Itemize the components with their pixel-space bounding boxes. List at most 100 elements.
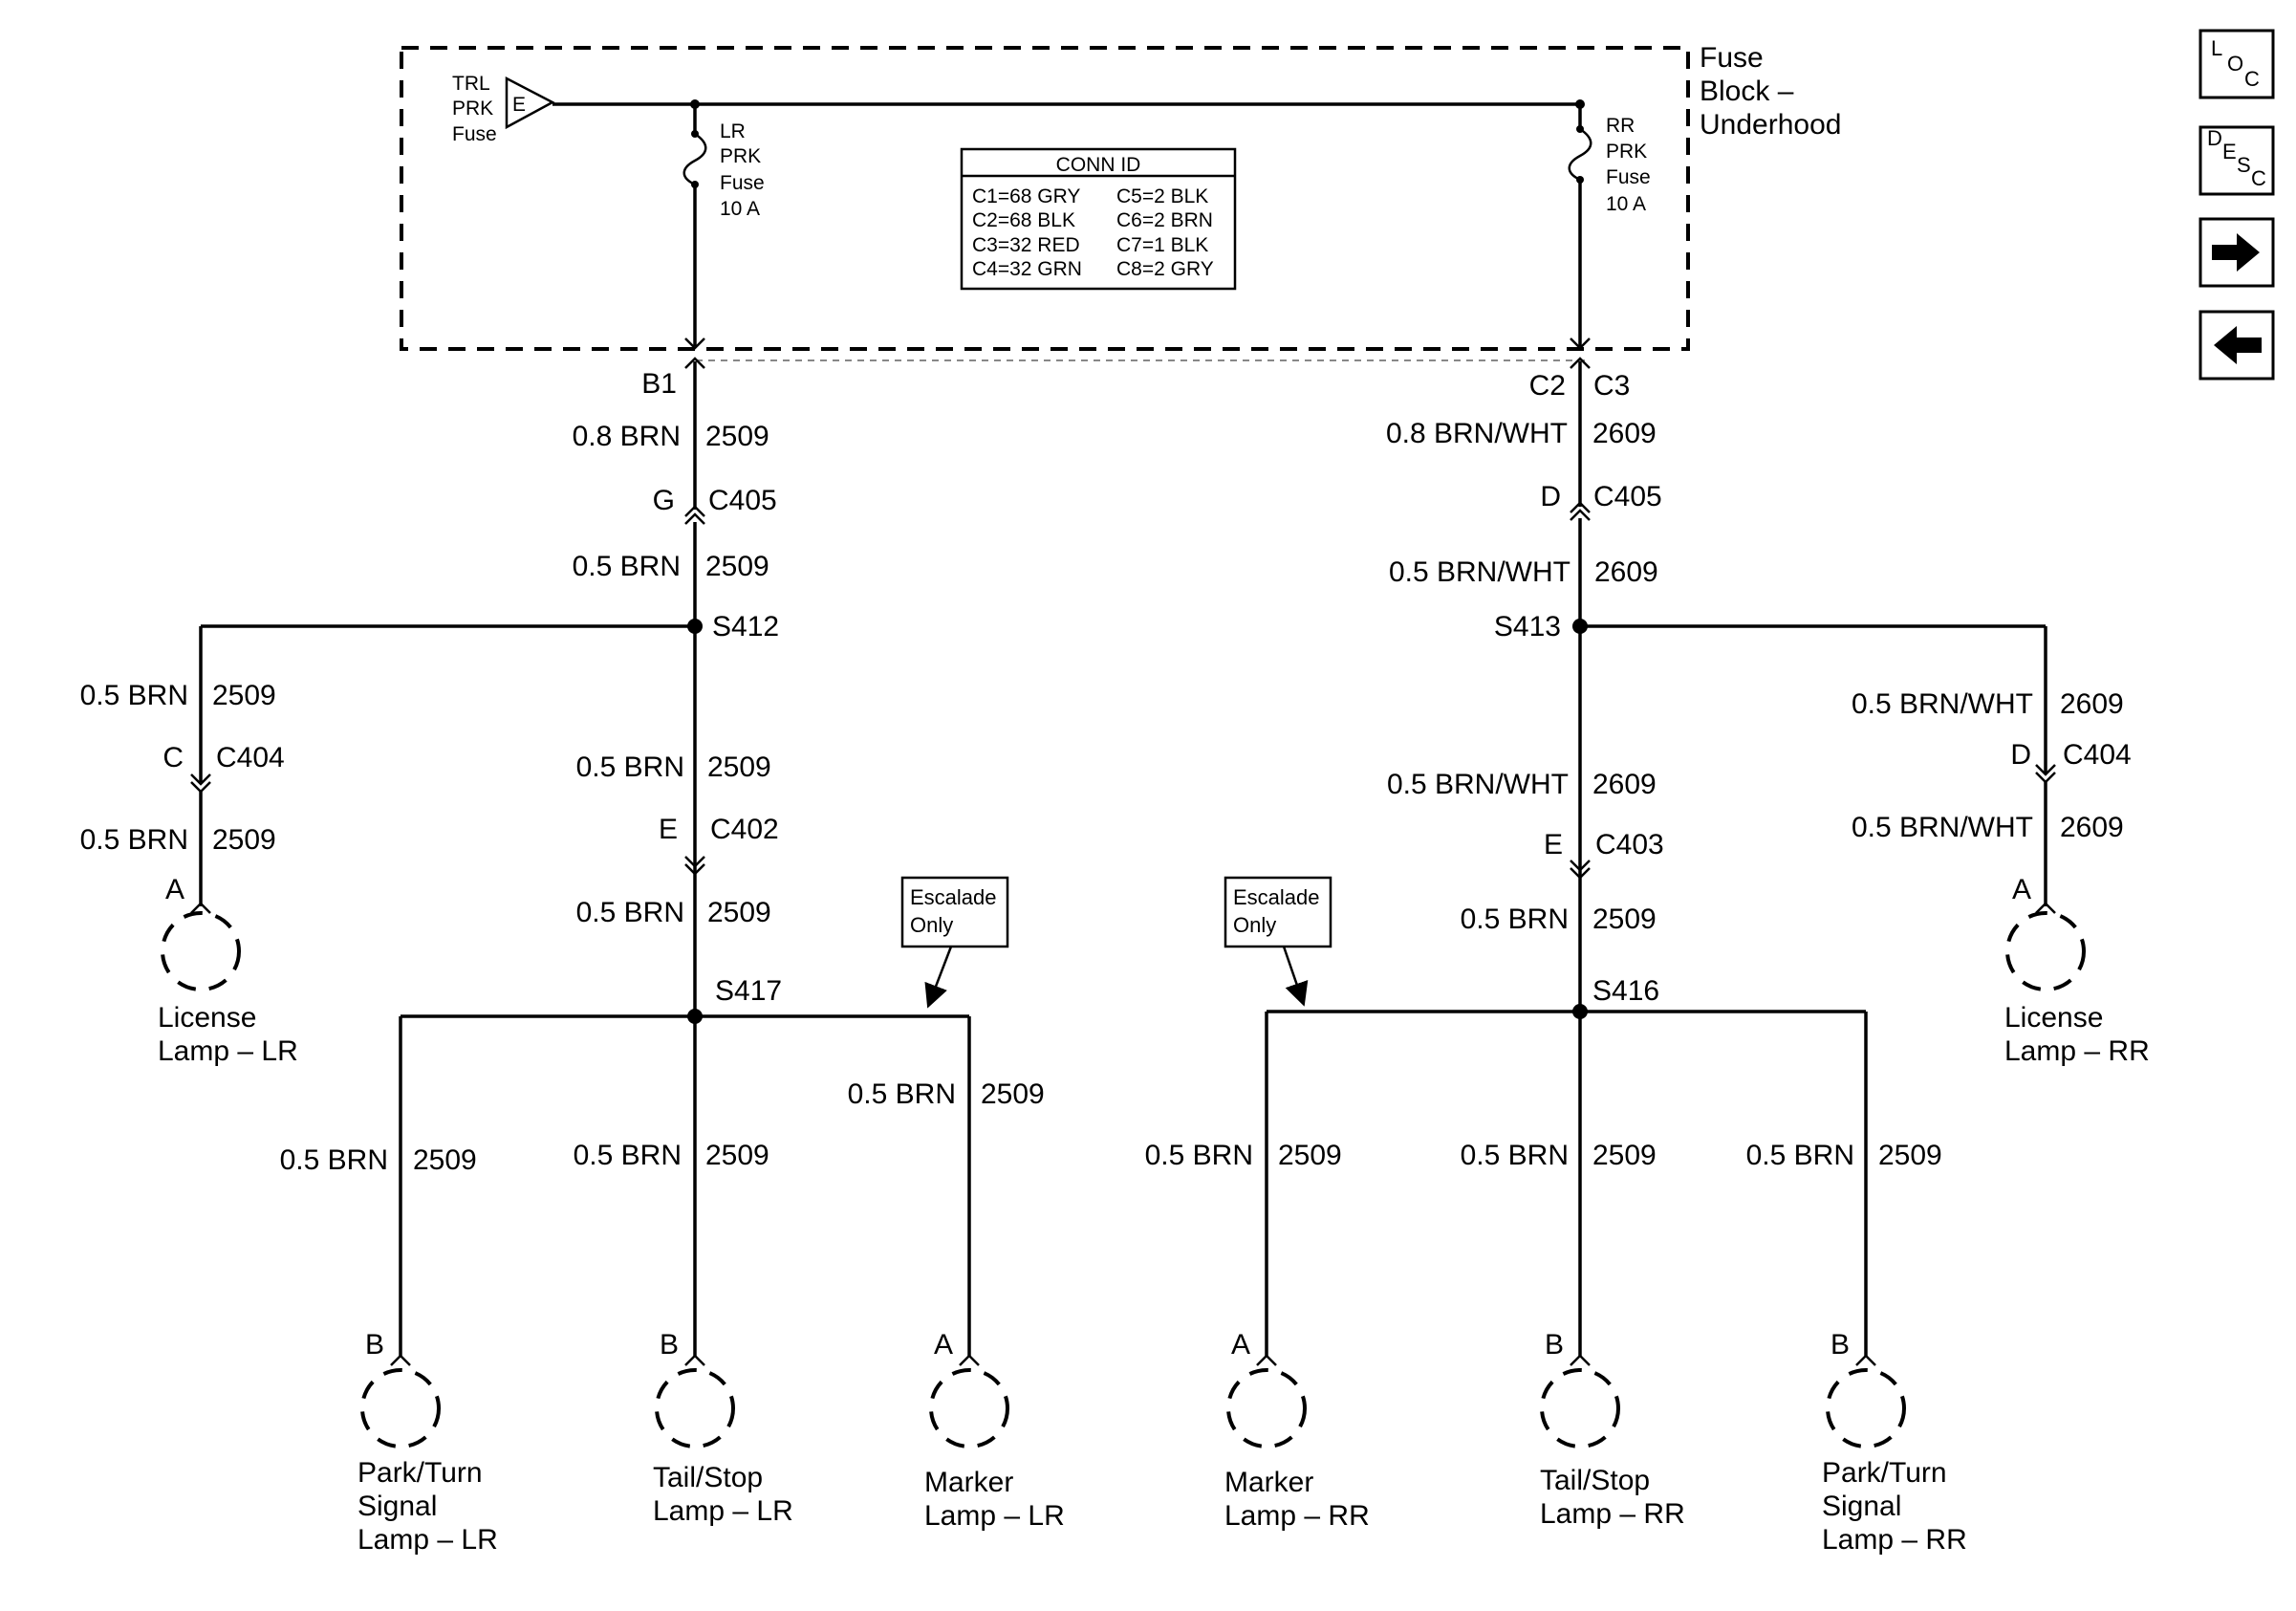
label-c403: C403 <box>1595 829 1664 860</box>
fuse-block-label-1: Fuse <box>1700 42 1764 74</box>
wire-label: 0.5 BRN <box>848 1078 956 1110</box>
lr-fuse-icon <box>682 132 707 186</box>
trl-fuse-triangle-icon <box>505 76 555 130</box>
tail-stop-lamp-rr-label-1: Tail/Stop <box>1540 1465 1650 1496</box>
svg-text:C2=68 BLK: C2=68 BLK <box>972 209 1075 231</box>
wire-label: 0.5 BRN <box>576 751 684 783</box>
wire-label: 0.5 BRN/WHT <box>1387 769 1569 800</box>
trl-fuse-label-2: PRK <box>452 98 493 120</box>
svg-text:Only: Only <box>910 913 953 937</box>
label-c405-left: C405 <box>708 485 777 516</box>
lr-fuse-label-2: PRK <box>720 145 761 167</box>
c403-connector-icon <box>1570 860 1591 880</box>
tail-stop-lamp-lr-label-1: Tail/Stop <box>653 1462 763 1493</box>
prev-button[interactable] <box>2199 310 2275 381</box>
tail-stop-lamp-lr-icon <box>655 1368 735 1448</box>
circuit-label: 2509 <box>707 897 771 928</box>
label-d: D <box>1540 481 1561 512</box>
circuit-label: 2509 <box>1592 1140 1657 1171</box>
rr-fuse-icon <box>1568 127 1592 182</box>
circuit-label: 2509 <box>705 421 769 452</box>
desc-button[interactable]: D E S C <box>2199 125 2275 196</box>
wire-label: 0.5 BRN <box>573 551 681 582</box>
wire-label: 0.5 BRN <box>1461 1140 1569 1171</box>
marker-lamp-rr-icon <box>1226 1368 1307 1448</box>
circuit-label: 2509 <box>1278 1140 1342 1171</box>
label-b: B <box>365 1329 384 1361</box>
escalade-only-note-right: Escalade Only <box>1224 876 1332 1007</box>
svg-text:C8=2 GRY: C8=2 GRY <box>1116 258 1214 280</box>
label-c2: C2 <box>1529 370 1566 402</box>
circuit-label: 2509 <box>1878 1140 1942 1171</box>
c402-connector-icon <box>684 856 705 876</box>
trl-fuse-label-3: Fuse <box>452 123 497 145</box>
circuit-label: 2509 <box>413 1144 477 1176</box>
svg-text:C: C <box>2251 166 2266 190</box>
circuit-label: 2609 <box>1592 769 1657 800</box>
wire-label: 0.8 BRN <box>573 421 681 452</box>
wire-label: 0.8 BRN/WHT <box>1386 418 1568 449</box>
next-button[interactable] <box>2199 217 2275 288</box>
circuit-label: 2609 <box>2060 688 2124 720</box>
svg-text:C: C <box>2244 67 2260 91</box>
svg-text:E: E <box>2222 140 2237 163</box>
label-d-c404: D <box>2010 739 2031 771</box>
tail-stop-lamp-rr-icon <box>1540 1368 1620 1448</box>
wire-label: 0.5 BRN <box>576 897 684 928</box>
c405-left-connector-icon <box>684 505 705 525</box>
circuit-label: 2509 <box>705 551 769 582</box>
label-c3: C3 <box>1593 370 1630 402</box>
wire-label: 0.5 BRN <box>1746 1140 1854 1171</box>
label-g: G <box>653 485 675 516</box>
svg-text:C3=32 RED: C3=32 RED <box>972 234 1080 256</box>
wire-label: 0.5 BRN <box>574 1140 682 1171</box>
wire-label: 0.5 BRN/WHT <box>1852 688 2033 720</box>
license-lamp-rr-label-1: License <box>2004 1002 2103 1034</box>
circuit-label: 2509 <box>212 824 276 856</box>
license-lamp-rr-icon <box>2005 911 2086 991</box>
svg-text:C5=2 BLK: C5=2 BLK <box>1116 185 1208 207</box>
label-s412: S412 <box>712 611 779 642</box>
park-turn-lamp-lr-label-2: Signal <box>357 1491 437 1522</box>
svg-text:C1=68 GRY: C1=68 GRY <box>972 185 1080 207</box>
fuse-block-label-3: Underhood <box>1700 109 1841 141</box>
svg-text:C4=32 GRN: C4=32 GRN <box>972 258 1082 280</box>
park-turn-lamp-rr-label-3: Lamp – RR <box>1822 1524 1967 1556</box>
circuit-label: 2509 <box>705 1140 769 1171</box>
lr-fuse-label-1: LR <box>720 120 746 142</box>
lr-fuse-label-4: 10 A <box>720 198 760 220</box>
label-c402: C402 <box>710 814 779 845</box>
park-turn-lamp-rr-label-2: Signal <box>1822 1491 1901 1522</box>
circuit-label: 2509 <box>212 680 276 711</box>
c405-right-connector-icon <box>1570 501 1591 521</box>
svg-text:D: D <box>2207 126 2222 150</box>
circuit-label: 2509 <box>981 1078 1045 1110</box>
wire-label: 0.5 BRN <box>80 824 188 856</box>
circuit-label: 2609 <box>2060 812 2124 843</box>
marker-lamp-rr-label-2: Lamp – RR <box>1224 1500 1370 1532</box>
marker-lamp-lr-label-1: Marker <box>924 1467 1013 1498</box>
circuit-label: 2509 <box>707 751 771 783</box>
label-a: A <box>1231 1329 1250 1361</box>
svg-text:CONN ID: CONN ID <box>1056 154 1141 176</box>
label-e-left: E <box>659 814 678 845</box>
circuit-label: 2509 <box>1592 903 1657 935</box>
svg-text:Escalade: Escalade <box>1233 885 1320 909</box>
wire-label: 0.5 BRN/WHT <box>1389 556 1570 588</box>
loc-button[interactable]: L O C <box>2199 29 2275 99</box>
label-b: B <box>1830 1329 1850 1361</box>
trl-fuse-label-1: TRL <box>452 73 490 95</box>
label-a: A <box>934 1329 953 1361</box>
label-c404-right: C404 <box>2063 739 2132 771</box>
rr-fuse-label-3: Fuse <box>1606 166 1651 188</box>
wire-label: 0.5 BRN <box>1145 1140 1253 1171</box>
park-turn-lamp-lr-label-1: Park/Turn <box>357 1457 483 1489</box>
label-c405-right: C405 <box>1593 481 1662 512</box>
circuit-label: 2609 <box>1594 556 1658 588</box>
rr-fuse-label-1: RR <box>1606 115 1635 137</box>
label-a: A <box>165 874 184 905</box>
label-b1: B1 <box>641 368 677 400</box>
park-turn-lamp-lr-label-3: Lamp – LR <box>357 1524 498 1556</box>
fuse-block-boundary <box>400 46 1690 351</box>
